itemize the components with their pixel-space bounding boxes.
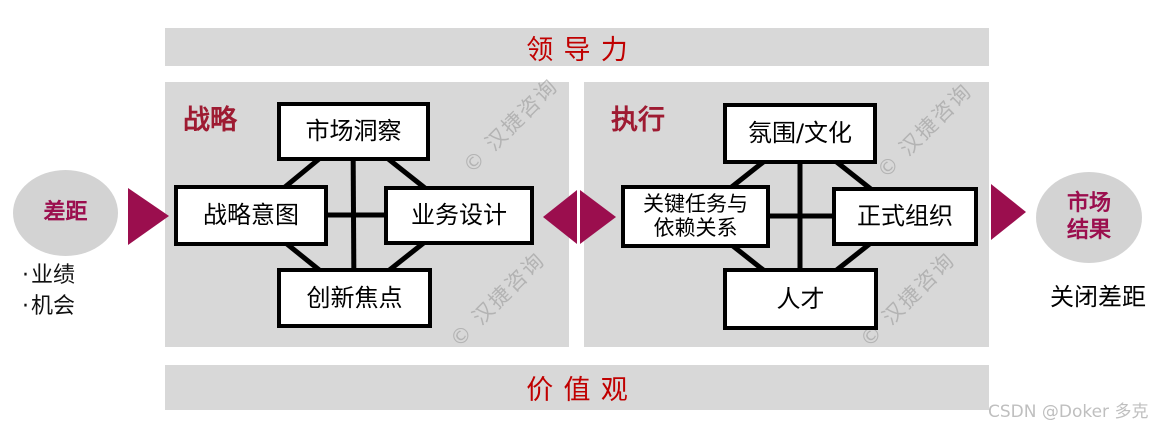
business-design-label: 业务设计 xyxy=(411,201,507,230)
formal-organization-label: 正式组织 xyxy=(857,202,953,231)
market-insight-label: 市场洞察 xyxy=(305,117,402,146)
key-tasks-box: 关键任务与 依赖关系 xyxy=(621,185,770,248)
key-tasks-label-line1: 关键任务与 xyxy=(643,191,748,216)
strategy-section-label: 战略 xyxy=(183,105,237,136)
csdn-credit: CSDN @Doker 多克 xyxy=(988,402,1149,422)
innovation-focus-box: 创新焦点 xyxy=(277,268,432,328)
market-result-label-line2: 结果 xyxy=(1066,217,1111,243)
atmosphere-culture-label: 氛围/文化 xyxy=(747,119,853,148)
gap-bullet-list: · 业绩 · 机会 xyxy=(22,260,75,322)
gap-label: 差距 xyxy=(43,199,88,225)
list-item: · 业绩 xyxy=(22,260,75,291)
formal-organization-box: 正式组织 xyxy=(832,187,978,246)
gap-arrow-icon xyxy=(128,188,169,245)
key-tasks-label-line2: 依赖关系 xyxy=(653,215,738,240)
values-bar: 价值观 xyxy=(165,365,989,410)
market-result-label-line1: 市场 xyxy=(1066,191,1111,217)
atmosphere-culture-box: 氛围/文化 xyxy=(723,103,877,164)
bullet-icon: · xyxy=(22,294,29,320)
gap-bullet-opportunity: 机会 xyxy=(31,294,76,320)
gap-ellipse: 差距 xyxy=(13,170,118,256)
close-gap-caption: 关闭差距 xyxy=(1050,283,1146,311)
gap-bullet-performance: 业绩 xyxy=(31,263,76,288)
leadership-bar: 领导力 xyxy=(165,28,989,66)
values-label: 价值观 xyxy=(526,375,639,406)
market-insight-box: 市场洞察 xyxy=(277,102,430,161)
market-result-ellipse: 市场 结果 xyxy=(1036,172,1142,263)
list-item: · 机会 xyxy=(22,291,75,322)
leadership-label: 领导力 xyxy=(526,34,639,66)
talent-label: 人才 xyxy=(776,284,825,313)
execution-section-label: 执行 xyxy=(611,105,665,136)
business-design-box: 业务设计 xyxy=(384,186,534,245)
talent-box: 人才 xyxy=(723,268,878,330)
innovation-focus-label: 创新焦点 xyxy=(306,283,403,312)
strategic-intent-box: 战略意图 xyxy=(174,185,328,246)
result-arrow-icon xyxy=(991,184,1026,240)
bullet-icon: · xyxy=(22,263,29,288)
strategic-intent-label: 战略意图 xyxy=(203,201,299,230)
